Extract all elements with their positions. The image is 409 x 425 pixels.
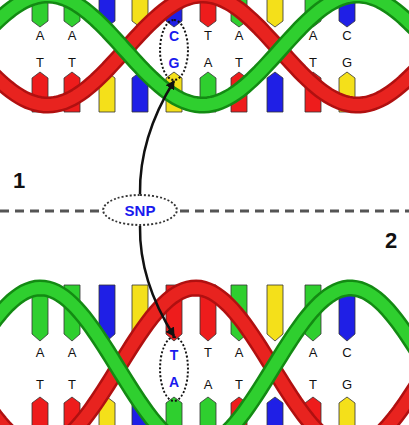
- base-letter: T: [170, 348, 179, 363]
- snp-highlight: TA: [159, 336, 189, 402]
- base-letter: A: [309, 29, 318, 43]
- base-letter: C: [342, 29, 351, 43]
- helix-strand-edge: [0, 0, 409, 105]
- base-letter: T: [68, 56, 76, 70]
- base-letter: C: [169, 29, 179, 44]
- panel-number: 2: [385, 229, 397, 253]
- snp-arrow: [140, 81, 174, 194]
- base-letter: T: [235, 378, 243, 392]
- base-bar: [267, 285, 283, 341]
- base-bars: [32, 0, 355, 425]
- snp-label-ellipse: SNP: [102, 194, 178, 226]
- base-letter: T: [36, 56, 44, 70]
- base-letter: C: [342, 346, 351, 360]
- helix-strand-edge: [0, 288, 409, 425]
- base-letter: A: [36, 346, 45, 360]
- base-letter: T: [68, 378, 76, 392]
- base-bar: [32, 397, 48, 425]
- snp-highlight: CG: [159, 19, 189, 81]
- base-bar: [267, 0, 283, 27]
- helix-strand: [0, 288, 409, 425]
- base-letter: A: [204, 378, 213, 392]
- base-bar: [200, 397, 216, 425]
- panel-number: 1: [13, 169, 25, 193]
- base-letter: A: [68, 346, 77, 360]
- helix-strand: [0, 288, 409, 425]
- base-bar: [267, 397, 283, 425]
- helix-strand-edge: [0, 0, 409, 105]
- base-letter: A: [309, 346, 318, 360]
- base-letter: A: [169, 375, 179, 390]
- base-letter: A: [68, 29, 77, 43]
- helix-strand-edge: [0, 288, 409, 425]
- panel-divider: [0, 210, 409, 213]
- base-letter: A: [36, 29, 45, 43]
- base-letter: T: [235, 56, 243, 70]
- helix-strand: [0, 0, 409, 105]
- base-letter: T: [309, 378, 317, 392]
- base-letter: T: [204, 346, 212, 360]
- base-letter: T: [309, 56, 317, 70]
- base-letter: G: [342, 378, 352, 392]
- base-letter: A: [235, 346, 244, 360]
- base-letter: A: [235, 29, 244, 43]
- base-letter: T: [36, 378, 44, 392]
- helix-strand: [0, 0, 409, 105]
- base-letter: G: [169, 56, 180, 71]
- base-bar: [339, 397, 355, 425]
- base-letter: T: [204, 29, 212, 43]
- snp-text: SNP: [125, 203, 156, 218]
- snp-arrow: [140, 226, 174, 336]
- base-bar: [267, 72, 283, 112]
- base-letter: G: [342, 56, 352, 70]
- base-letter: A: [204, 56, 213, 70]
